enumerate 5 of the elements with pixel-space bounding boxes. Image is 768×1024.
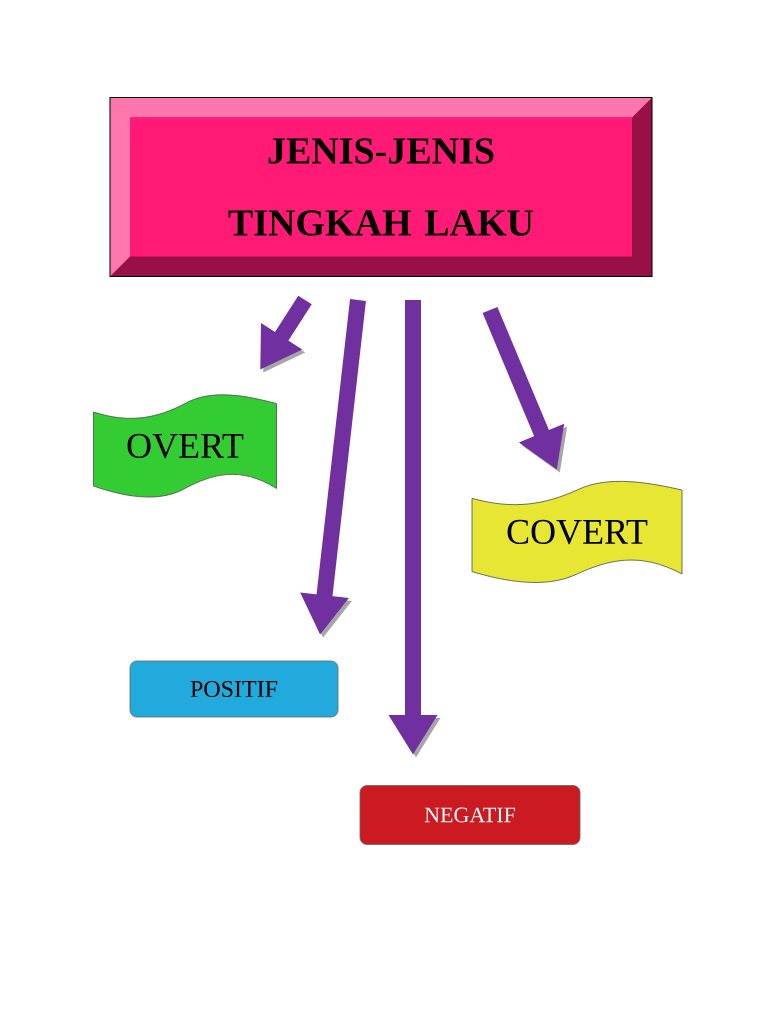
banner-label: OVERT (93, 394, 277, 498)
banner-label: COVERT (471, 480, 683, 583)
label-box: POSITIF (129, 660, 339, 718)
title-box: JENIS-JENIS TINGKAH LAKU (109, 97, 653, 277)
label-box: NEGATIF (359, 785, 581, 845)
